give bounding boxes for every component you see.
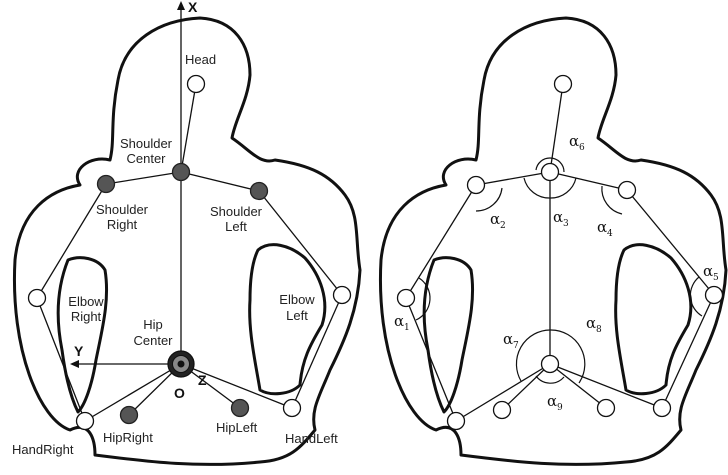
angle-joint-hip-right (494, 402, 511, 419)
svg-text:α: α (597, 218, 607, 236)
angle-joint-hand-left (654, 400, 671, 417)
joint-elbow-left (334, 287, 351, 304)
angle-bone-forearm-right (406, 298, 456, 421)
label-hip-center-line1: Hip (143, 317, 163, 332)
label-hip-left: HipLeft (216, 420, 258, 435)
svg-text:α: α (503, 330, 513, 348)
svg-text:α: α (394, 312, 404, 330)
svg-text:2: 2 (500, 221, 506, 231)
angle-joint-elbow-right (398, 290, 415, 307)
label-elbow-left-line2: Left (286, 308, 308, 323)
angle-label-7: α 7 (503, 330, 519, 351)
joint-hand-right (77, 413, 94, 430)
angle-bone-upper-arm-left (627, 190, 714, 295)
origin-label: O (174, 385, 185, 401)
hip-center-dot (178, 361, 185, 368)
angle-bone-shoulder-right (476, 172, 550, 185)
svg-text:5: 5 (713, 273, 719, 283)
angle-label-4: α 4 (597, 218, 613, 239)
svg-text:6: 6 (579, 143, 585, 153)
bone-shoulder-right (106, 172, 181, 184)
x-axis-label: X (188, 0, 198, 15)
label-shoulder-center-line2: Center (126, 151, 166, 166)
bone-shoulder-left (181, 172, 259, 191)
label-elbow-right-line2: Right (71, 309, 102, 324)
svg-text:3: 3 (563, 219, 569, 229)
bone-upper-arm-left (259, 191, 342, 295)
svg-text:α: α (569, 132, 579, 150)
y-axis-arrowhead (70, 360, 79, 368)
label-elbow-left-line1: Elbow (279, 292, 315, 307)
angle-arc-9 (536, 376, 564, 383)
angle-bone-upper-arm-right (406, 185, 476, 298)
angle-label-3: α 3 (553, 208, 569, 229)
svg-text:α: α (703, 262, 713, 280)
y-axis-label: Y (74, 343, 84, 359)
angle-bone-hip-right (502, 364, 550, 410)
svg-text:α: α (586, 314, 596, 332)
label-shoulder-left-line1: Shoulder (210, 204, 263, 219)
joint-elbow-right (29, 290, 46, 307)
angle-joint-shoulder-right (468, 177, 485, 194)
angle-label-2: α 2 (490, 210, 506, 231)
label-hand-right: HandRight (12, 442, 74, 457)
svg-text:α: α (553, 208, 563, 226)
angle-joint-shoulder-center (542, 164, 559, 181)
svg-text:1: 1 (404, 323, 410, 333)
angle-label-9: α 9 (547, 392, 563, 413)
label-head: Head (185, 52, 216, 67)
angle-joint-hip-left (598, 400, 615, 417)
angle-arc-7 (516, 330, 550, 381)
left-arm-gap-right (58, 258, 107, 412)
svg-text:α: α (490, 210, 500, 228)
label-hip-right: HipRight (103, 430, 153, 445)
right-angle-diagram: α 1 α 2 α 3 α 4 α 5 α 6 α 7 α 8 (380, 18, 726, 464)
z-axis-label: Z (198, 372, 207, 388)
angle-label-1: α 1 (394, 312, 410, 333)
svg-text:α: α (547, 392, 557, 410)
angle-label-5: α 5 (703, 262, 719, 283)
svg-text:4: 4 (607, 229, 613, 239)
joint-head (188, 76, 205, 93)
angle-arc-3-left (524, 178, 550, 198)
angle-joint-head (555, 76, 572, 93)
angle-joint-hand-right (448, 413, 465, 430)
joint-hip-right (121, 407, 138, 424)
svg-text:9: 9 (557, 403, 563, 413)
label-shoulder-center-line1: Shoulder (120, 136, 173, 151)
angle-joint-elbow-left (706, 287, 723, 304)
angle-joint-shoulder-left (619, 182, 636, 199)
joint-hip-left (232, 400, 249, 417)
angle-arc-3-right (550, 178, 576, 198)
joint-shoulder-right (98, 176, 115, 193)
angle-joint-hip-center (542, 356, 559, 373)
label-shoulder-right-line1: Shoulder (96, 202, 149, 217)
angle-bone-hip-left (550, 364, 606, 408)
x-axis-arrowhead (177, 1, 185, 10)
svg-text:7: 7 (513, 341, 519, 351)
label-shoulder-right-line2: Right (107, 217, 138, 232)
label-hand-left: HandLeft (285, 431, 338, 446)
angle-bone-neck (550, 84, 563, 172)
joint-hand-left (284, 400, 301, 417)
label-elbow-right-line1: Elbow (68, 294, 104, 309)
angle-bone-shoulder-left (550, 172, 627, 190)
label-hip-center-line2: Center (133, 333, 173, 348)
joint-shoulder-left (251, 183, 268, 200)
joint-shoulder-center (173, 164, 190, 181)
right-arm-gap-right (424, 258, 473, 412)
angle-label-6: α 6 (569, 132, 585, 153)
label-shoulder-left-line2: Left (225, 219, 247, 234)
angle-label-8: α 8 (586, 314, 602, 335)
svg-text:8: 8 (596, 325, 602, 335)
bone-neck (181, 84, 196, 172)
left-skeleton-diagram: X Y Z O Head Shoulder Center Shoulder Ri… (12, 0, 360, 464)
